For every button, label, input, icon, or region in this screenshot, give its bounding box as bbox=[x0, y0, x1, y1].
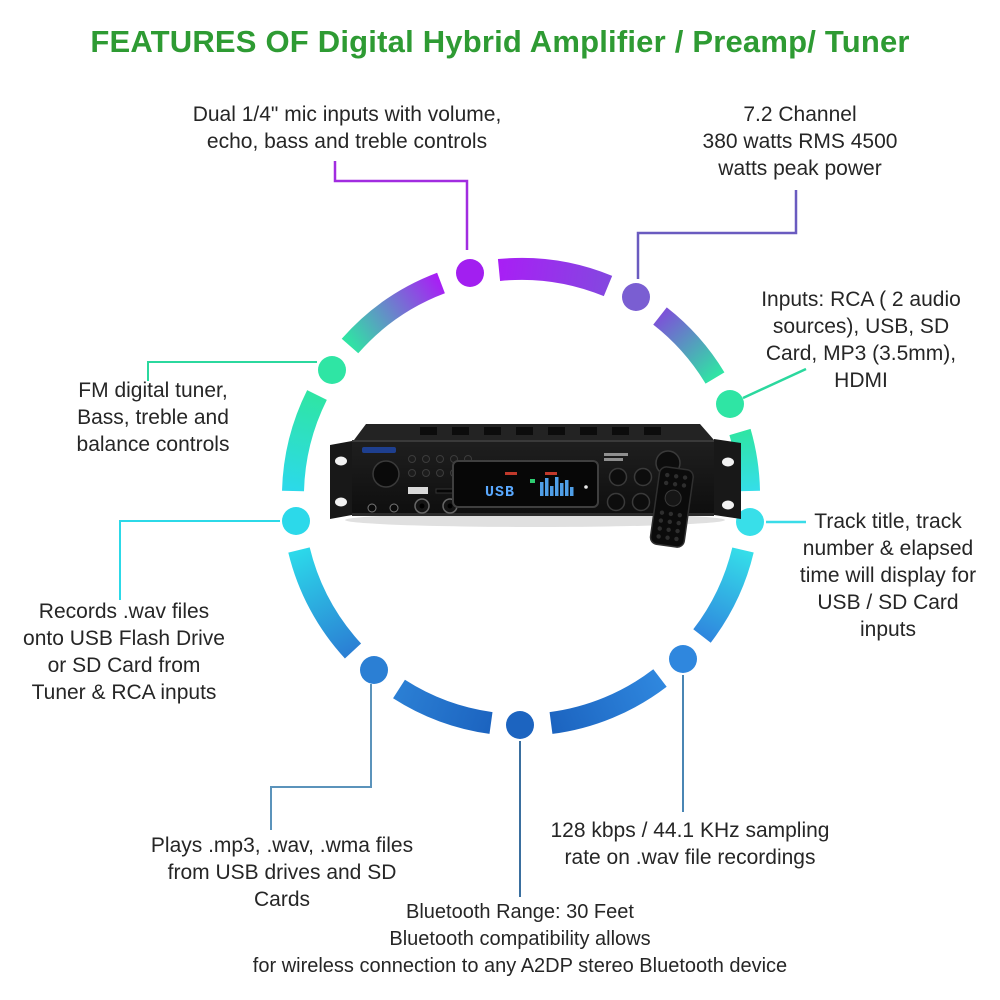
page-title: FEATURES OF Digital Hybrid Amplifier / P… bbox=[90, 24, 910, 59]
connector-plays bbox=[270, 684, 372, 830]
feature-fm-tuner: FM digital tuner, Bass, treble and balan… bbox=[76, 379, 230, 456]
screw-hole bbox=[335, 456, 347, 466]
rack-ear-right bbox=[714, 439, 741, 519]
screw-hole bbox=[722, 457, 734, 467]
feature-bluetooth: Bluetooth Range: 30 Feet Bluetooth compa… bbox=[252, 901, 788, 977]
feature-records-wav: Records .wav files onto USB Flash Drive … bbox=[23, 600, 225, 704]
ring-arc bbox=[693, 547, 754, 643]
ring-arc bbox=[288, 547, 362, 659]
amplifier-shadow bbox=[345, 513, 725, 527]
ring-dot-fm bbox=[318, 356, 346, 384]
connector-records bbox=[119, 520, 280, 600]
rack-ear-left bbox=[330, 441, 352, 519]
ring-dot-records bbox=[282, 507, 310, 535]
amplifier-display bbox=[452, 460, 599, 508]
feature-track-display: Track title, track number & elapsed time… bbox=[799, 510, 977, 641]
gradient-ring bbox=[282, 257, 760, 734]
feature-inputs: Inputs: RCA ( 2 audio sources), USB, SD … bbox=[761, 288, 961, 392]
ring-dot-sampling bbox=[669, 645, 697, 673]
volume-knob bbox=[372, 460, 400, 488]
ring-dot-inputs bbox=[716, 390, 744, 418]
ring-arc bbox=[282, 390, 327, 492]
display-red-indicator bbox=[545, 472, 557, 475]
connector-lines bbox=[119, 161, 807, 897]
ring-arc bbox=[729, 428, 760, 492]
screw-hole bbox=[335, 497, 347, 507]
brand-logo bbox=[362, 447, 396, 453]
feature-plays-files: Plays .mp3, .wav, .wma files from USB dr… bbox=[150, 834, 414, 911]
amp-edge-bottom bbox=[352, 513, 714, 516]
vent-slots bbox=[420, 427, 661, 435]
feature-sampling-rate: 128 kbps / 44.1 KHz sampling rate on .wa… bbox=[550, 819, 830, 869]
display-green-indicator bbox=[530, 479, 535, 483]
usb-port bbox=[408, 487, 428, 494]
connector-mic bbox=[333, 161, 469, 250]
ring-dot-plays bbox=[360, 656, 388, 684]
ring-arc bbox=[393, 679, 493, 734]
feature-mic-inputs: Dual 1/4" mic inputs with volume, echo, … bbox=[192, 103, 502, 153]
ring-dot-channel bbox=[622, 283, 650, 311]
connector-channel bbox=[636, 190, 798, 279]
ring-arc bbox=[341, 272, 446, 354]
mic-jacks bbox=[367, 498, 458, 514]
ring-arc bbox=[653, 307, 725, 384]
display-source-text: USB bbox=[485, 484, 515, 501]
remote-control bbox=[649, 466, 694, 548]
display-level-meter bbox=[540, 477, 574, 496]
amp-edge-highlight bbox=[352, 440, 714, 442]
display-red-indicator bbox=[505, 472, 517, 475]
amplifier-image: USB bbox=[330, 424, 741, 548]
model-text bbox=[604, 458, 623, 461]
ring-dot-bluetooth bbox=[506, 711, 534, 739]
ring-dots bbox=[282, 259, 764, 739]
connector-inputs bbox=[742, 367, 807, 400]
feature-channel-power: 7.2 Channel 380 watts RMS 4500 watts pea… bbox=[702, 103, 898, 180]
model-text bbox=[604, 453, 628, 456]
display-dot bbox=[584, 485, 588, 489]
ring-dot-track bbox=[736, 508, 764, 536]
connector-fm bbox=[147, 361, 317, 381]
ring-dot-mic bbox=[456, 259, 484, 287]
screw-hole bbox=[722, 500, 734, 510]
ring-arc bbox=[497, 257, 613, 297]
ring-arc bbox=[549, 669, 667, 734]
